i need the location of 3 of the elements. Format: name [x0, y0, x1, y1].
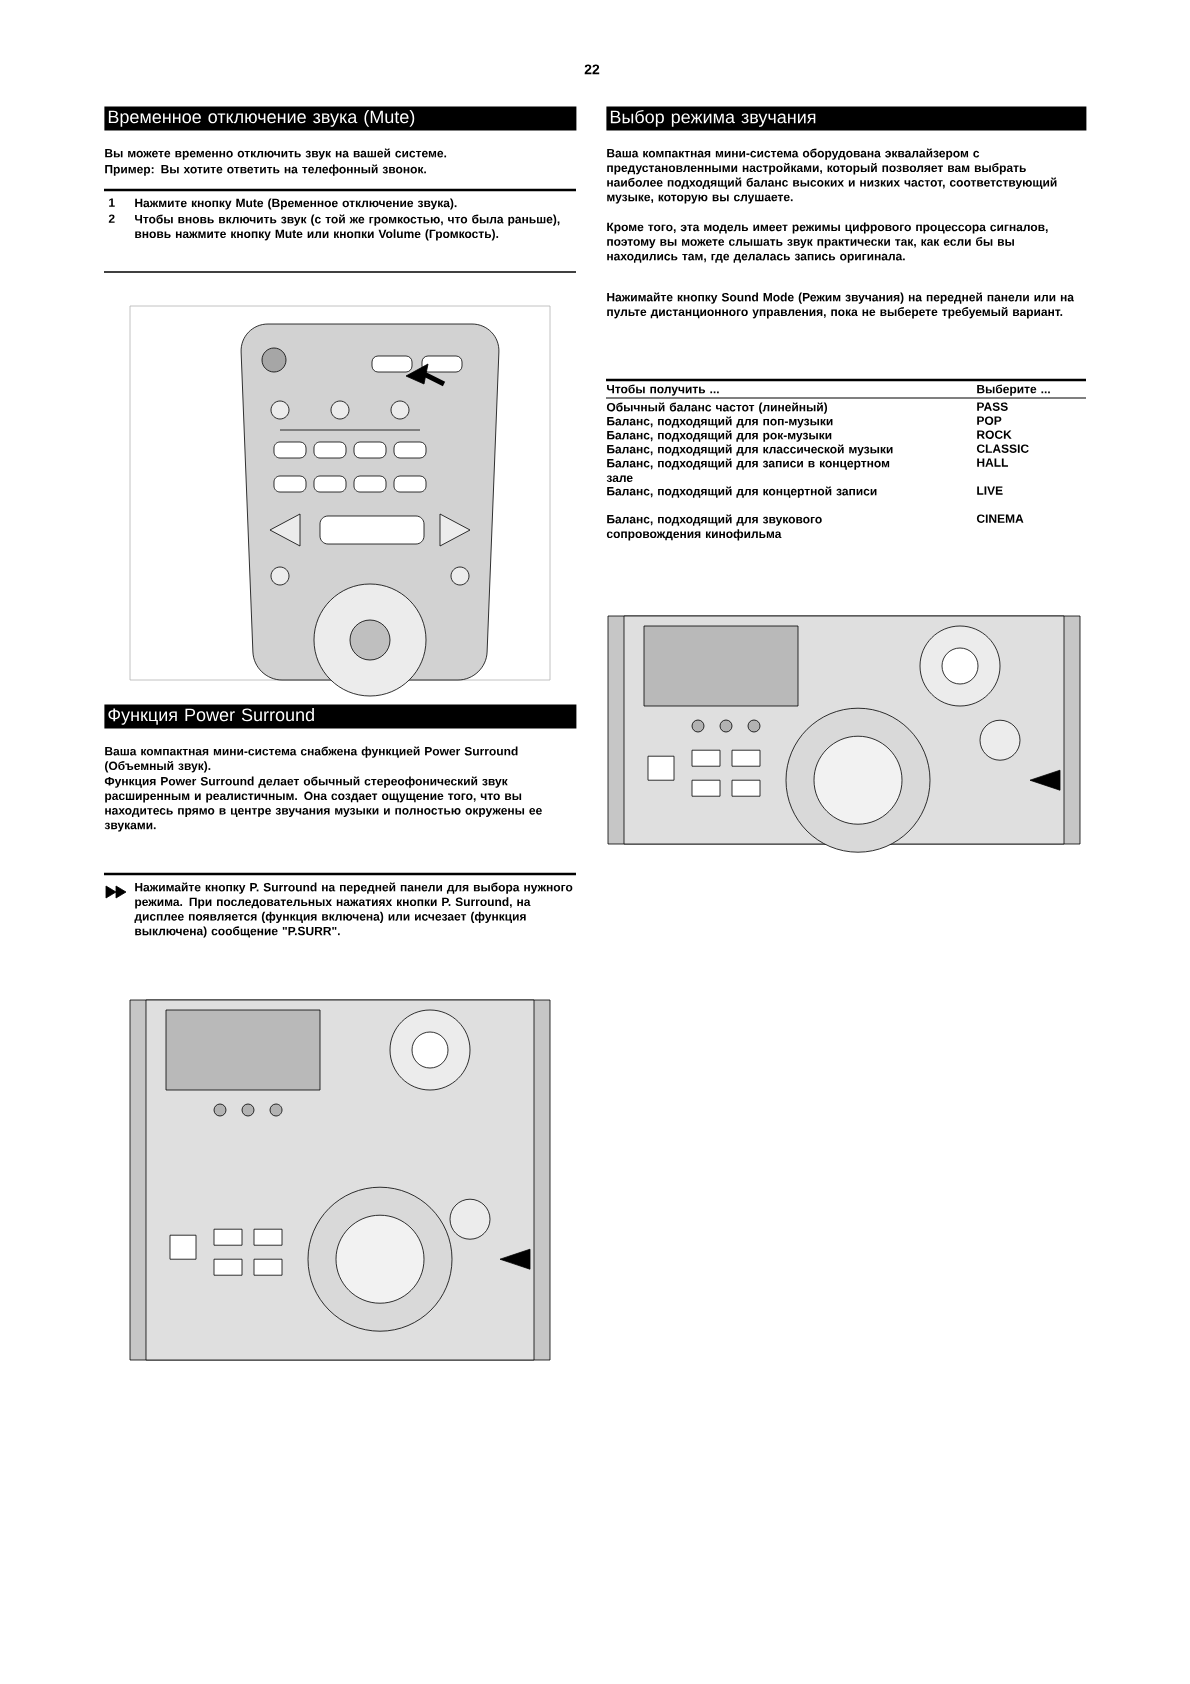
section-heading: Временное отключение звука (Mute)	[104, 106, 577, 131]
section-heading: Функция Power Surround	[104, 704, 577, 729]
section-heading: Выбор режима звучания	[606, 106, 1087, 131]
